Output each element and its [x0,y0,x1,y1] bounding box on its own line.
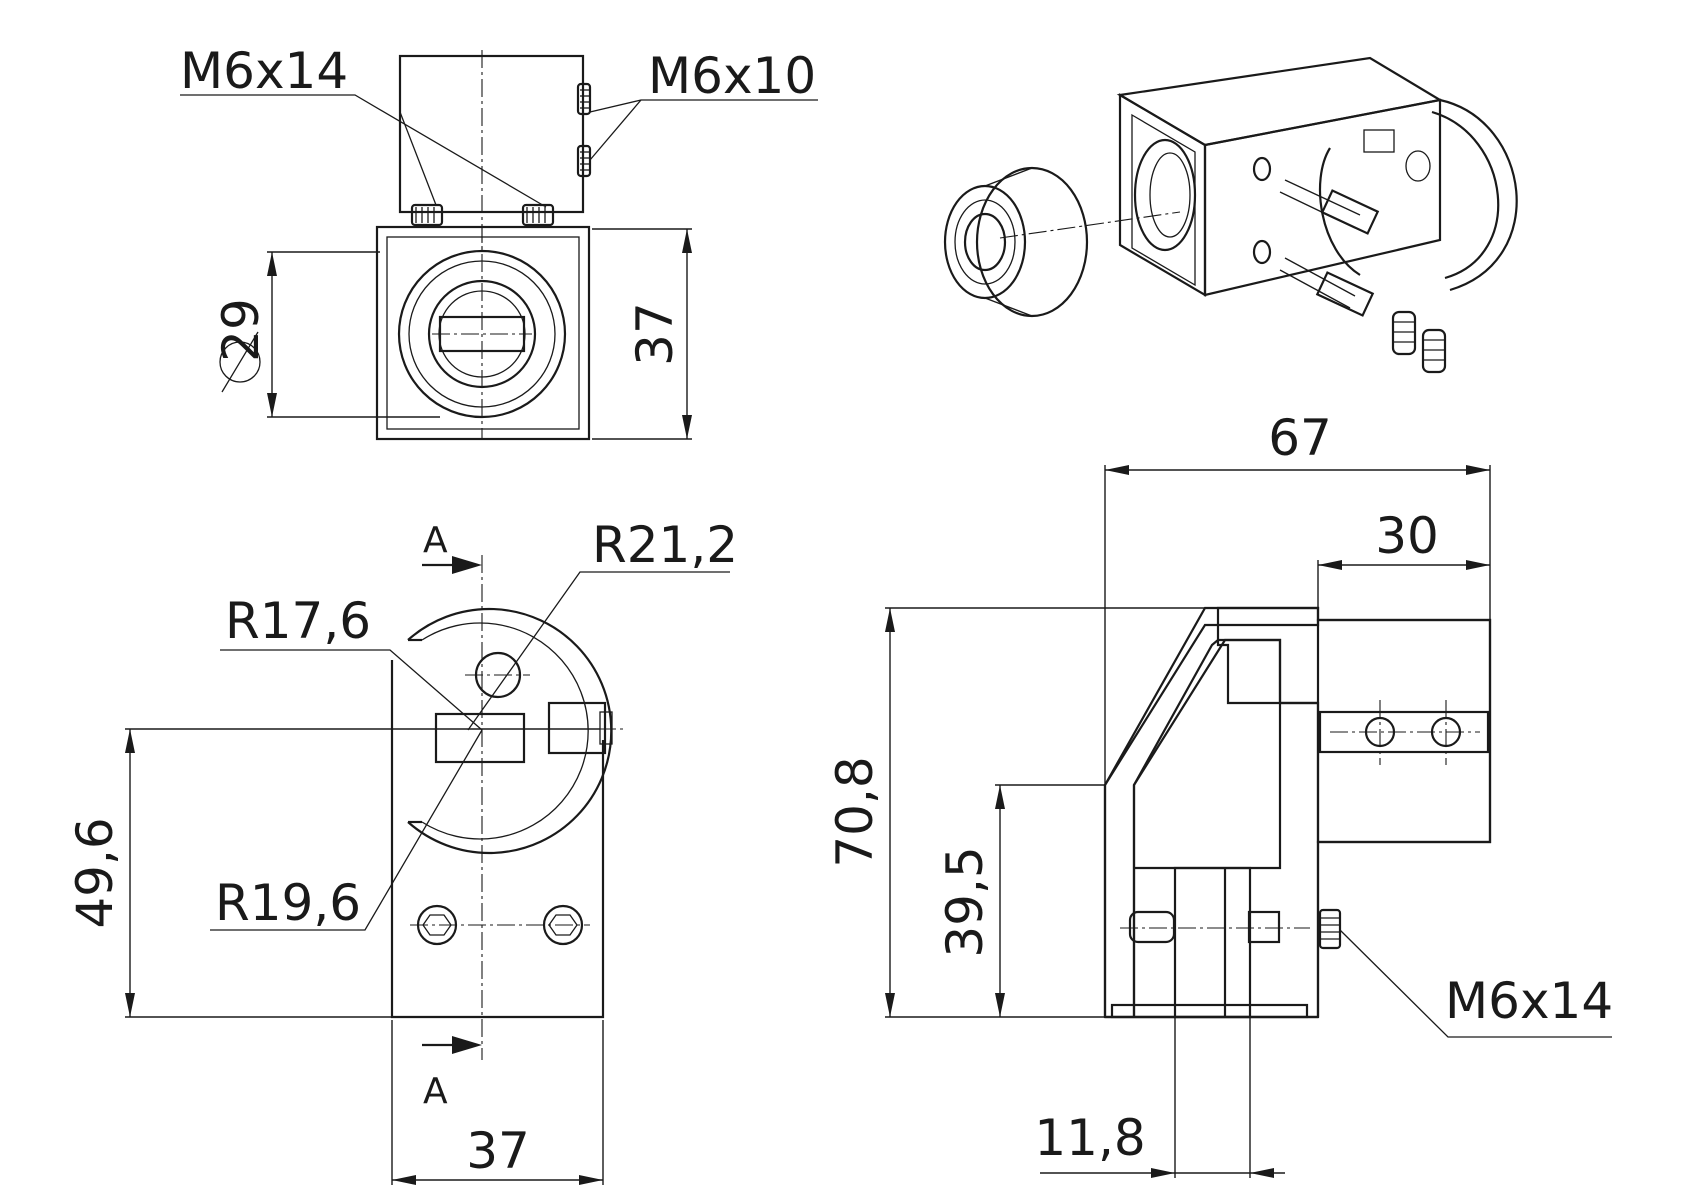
dim-bore: 11,8 [1034,1109,1145,1167]
grub-screw-icon [1391,310,1447,374]
dim-mid-height: 39,5 [936,846,994,957]
side-set-screw-icon [576,82,592,178]
hex-socket-icon [410,904,590,946]
label-top-screw: M6x14 [180,42,348,100]
side-view [125,555,730,1185]
isometric-view [943,56,1518,374]
label-radius-mid: R19,6 [215,874,361,932]
top-view [180,50,818,441]
dim-tube-length: 30 [1375,507,1439,565]
dim-side-width: 37 [466,1122,530,1180]
dim-top-height: 37 [626,302,684,366]
set-screw-icon [1318,908,1342,950]
diameter-symbol-icon [219,331,261,393]
dim-diameter: 29 [212,298,270,362]
top-set-screw-icon [410,203,555,227]
label-section-screw: M6x14 [1445,972,1613,1030]
section-view [885,465,1612,1178]
section-mark-bottom: A [423,1071,448,1112]
label-side-screw: M6x10 [648,47,816,105]
dim-total-height: 70,8 [826,756,884,867]
roller-wheel-icon [943,166,1089,318]
dim-total-width: 67 [1268,409,1332,467]
section-mark-top: A [423,520,448,561]
dim-side-height: 49,6 [66,817,124,928]
label-radius-outer: R21,2 [592,516,738,574]
socket-screw-icon [1279,179,1380,317]
label-radius-inner: R17,6 [225,592,371,650]
